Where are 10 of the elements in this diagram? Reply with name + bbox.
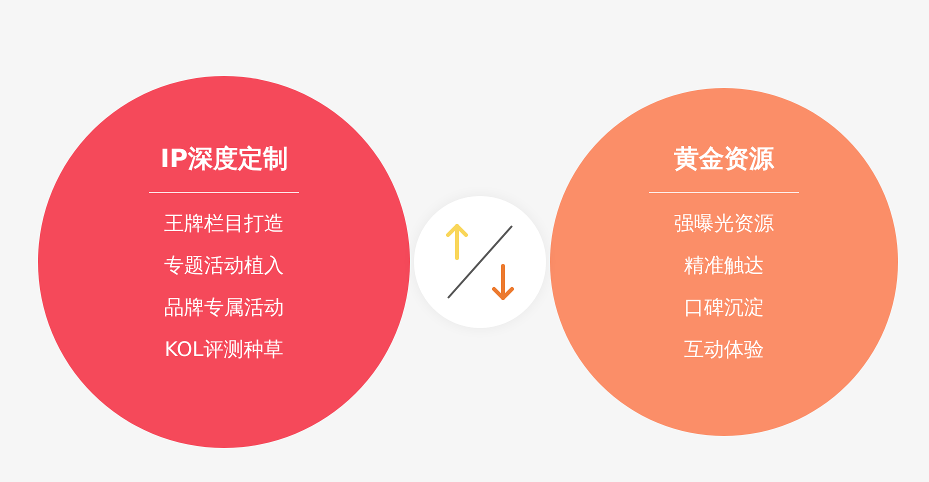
list-item: 王牌栏目打造: [163, 210, 285, 237]
list-item: KOL评测种草: [164, 336, 284, 363]
list-item: 品牌专属活动: [163, 294, 285, 321]
list-item: 互动体验: [683, 336, 765, 363]
list-item: 专题活动植入: [163, 252, 285, 279]
circle-heading: 黄金资源: [673, 143, 776, 175]
circle-heading: IP深度定制: [159, 143, 289, 175]
list-item: 口碑沉淀: [683, 294, 765, 321]
list-item: 精准触达: [683, 252, 765, 279]
list-item: 强曝光资源: [673, 210, 775, 237]
